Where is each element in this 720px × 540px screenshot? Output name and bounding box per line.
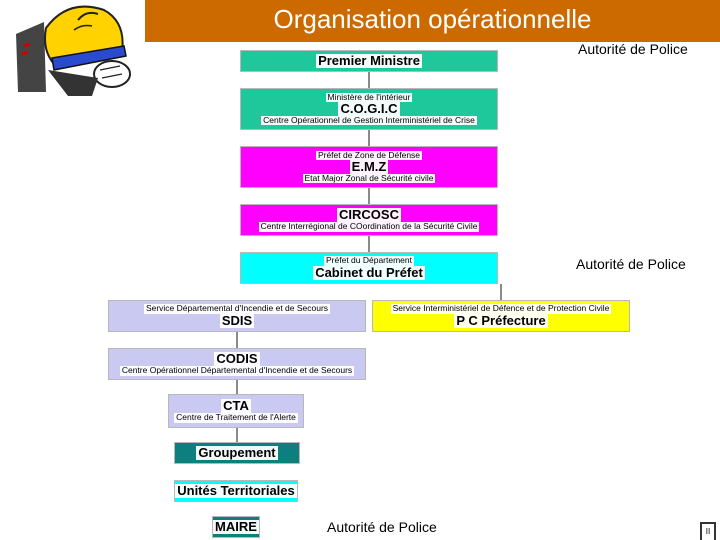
box-emz: Préfet de Zone de Défense E.M.Z Etat Maj… <box>240 146 498 188</box>
police-label-top: Autorité de Police <box>578 41 688 57</box>
box-groupement-label: Groupement <box>196 444 278 461</box>
title-bar <box>145 0 720 42</box>
box-cta-main: CTA <box>221 398 251 414</box>
box-prefet: Préfet du Département Cabinet du Préfet <box>240 252 498 284</box>
box-premier-ministre-label: Premier Ministre <box>316 52 422 69</box>
box-emz-top: Préfet de Zone de Défense <box>315 149 423 160</box>
firefighter-helmet-icon <box>8 0 138 98</box>
box-circosc-bottom: Centre Interrégional de COordination de … <box>258 221 480 232</box>
box-sdis-main: SDIS <box>219 312 255 328</box>
box-cogic-top: Ministère de l'intérieur <box>325 91 413 102</box>
box-circosc: CIRCOSC Centre Interrégional de COordina… <box>240 204 498 236</box>
box-cta: CTA Centre de Traitement de l'Alerte <box>168 394 304 428</box>
box-codis-main: CODIS <box>214 351 260 367</box>
box-prefet-main: Cabinet du Préfet <box>313 264 425 280</box>
box-cogic: Ministère de l'intérieur C.O.G.I.C Centr… <box>240 88 498 130</box>
box-sdis-top: Service Départemental d'Incendie et de S… <box>143 303 331 314</box>
corner-mark: II <box>700 522 716 540</box>
box-codis-bottom: Centre Opérationnel Départemental d'Ince… <box>119 365 355 376</box>
police-label-middle: Autorité de Police <box>576 256 686 272</box>
police-label-bottom: Autorité de Police <box>327 519 437 535</box>
box-unites-territoriales: Unités Territoriales <box>174 480 298 502</box>
box-maire-label: MAIRE <box>213 518 259 535</box>
connector-prefet-pc <box>500 284 502 302</box>
box-sdis: Service Départemental d'Incendie et de S… <box>108 300 366 332</box>
box-premier-ministre: Premier Ministre <box>240 50 498 72</box>
box-unites-territoriales-label: Unités Territoriales <box>175 482 297 499</box>
box-emz-bottom: Etat Major Zonal de Sécurité civile <box>302 173 436 184</box>
page-title: Organisation opérationnelle <box>273 4 592 34</box>
connector-sdis-codis <box>236 332 238 348</box>
box-cta-bottom: Centre de Traitement de l'Alerte <box>174 412 298 423</box>
box-codis: CODIS Centre Opérationnel Départemental … <box>108 348 366 380</box>
box-circosc-main: CIRCOSC <box>337 207 401 223</box>
box-pc-prefecture: Service Interministériel de Défence et d… <box>372 300 630 332</box>
box-cogic-main: C.O.G.I.C <box>338 100 400 117</box>
connector-codis-cta <box>236 380 238 394</box>
connector-cta-groupement <box>236 428 238 442</box>
box-groupement: Groupement <box>174 442 300 464</box>
box-cogic-bottom: Centre Opérationnel de Gestion Intermini… <box>261 115 477 126</box>
box-pc-prefecture-main: P C Préfecture <box>454 312 548 328</box>
box-maire: MAIRE <box>212 516 260 538</box>
box-pc-prefecture-top: Service Interministériel de Défence et d… <box>390 303 612 314</box>
box-emz-main: E.M.Z <box>349 158 389 175</box>
box-prefet-top: Préfet du Département <box>324 255 414 266</box>
